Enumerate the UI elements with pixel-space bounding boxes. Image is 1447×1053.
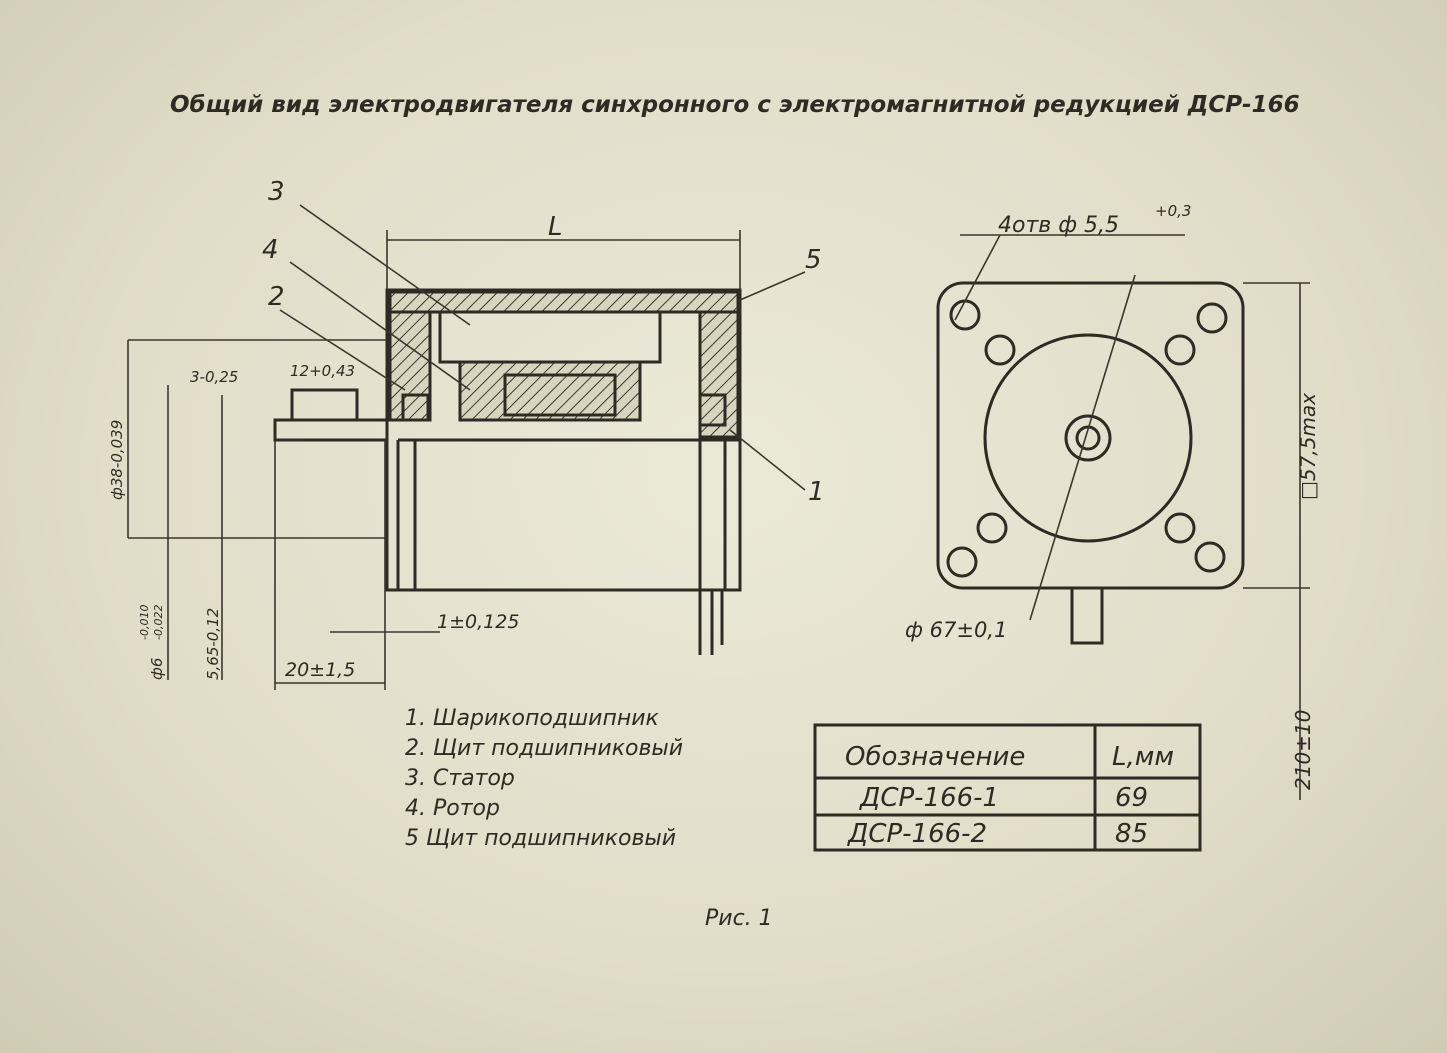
front-bearing-shield [388,310,432,422]
dim-shaft-tol-upper: -0,010 [138,605,151,640]
legend-item: 4. Ротор [405,796,500,821]
legend-item: 5 Щит подшипниковый [405,826,676,851]
hub [1064,414,1112,462]
stator-housing-top [388,290,740,314]
shaft [273,418,389,442]
legend-item: 1. Шарикоподшипник [405,706,660,731]
holes-spec: 4отв ф 5,5 [998,213,1119,238]
part-label-5: 5 [805,245,822,275]
mounting-holes [946,299,1228,578]
holes-tolerance: +0,3 [1155,202,1191,220]
part-label-4: 4 [262,235,279,265]
dim-shaft-length: 20±1,5 [285,659,355,681]
dim-groove: 3-0,25 [190,368,238,386]
dim-length: L [548,212,563,242]
leads [1070,586,1104,645]
table-header: L,мм [1112,742,1174,772]
rear-bearing-shield [698,310,740,439]
dim-shaft-tol-lower: -0,022 [152,605,165,640]
lead-bushing [698,438,727,592]
pitch-diameter: ф 67±0,1 [905,618,1007,642]
dim-flat: 5,65-0,12 [204,608,222,680]
drawing-title: Общий вид электродвигателя синхронного с… [170,92,1300,118]
magnet [503,373,617,417]
lead-length: 210±10 [1291,710,1315,790]
square-size: □57,5max [1296,393,1320,500]
part-label-3: 3 [268,177,285,207]
figure-caption: Рис. 1 [705,906,773,931]
dim-body-diameter: ф38-0,039 [108,420,126,500]
bearing-rear [698,393,727,427]
side-view: L ф38-0,039 ф6 -0,010 -0,022 5,65-0,12 3… [108,177,825,690]
front-view: 4отв ф 5,5 +0,3 ф 67±0,1 □57,5max 210±10 [905,202,1320,800]
dim-shaft-diameter: ф6 [148,658,166,680]
body-circle [983,333,1193,543]
legend-item: 3. Статор [405,766,515,791]
part-label-2: 2 [268,282,285,312]
table-cell: 85 [1115,819,1148,849]
rotor [458,360,642,422]
bearing-front [401,393,430,422]
dim-key: 12+0,43 [290,362,355,380]
stator [438,310,662,364]
table-header: Обозначение [845,742,1025,772]
table-cell: ДСР-166-2 [847,819,987,849]
table-cell: ДСР-166-1 [859,783,999,813]
legend-item: 2. Щит подшипниковый [405,736,683,761]
part-label-1: 1 [808,477,825,507]
parts-legend: 1. Шарикоподшипник 2. Щит подшипниковый … [405,706,683,851]
designation-table: Обозначение L,мм ДСР-166-1 69 ДСР-166-2 … [813,723,1202,852]
table-cell: 69 [1115,783,1148,813]
dim-flange-gap: 1±0,125 [437,611,519,633]
shaft-key [290,388,359,422]
